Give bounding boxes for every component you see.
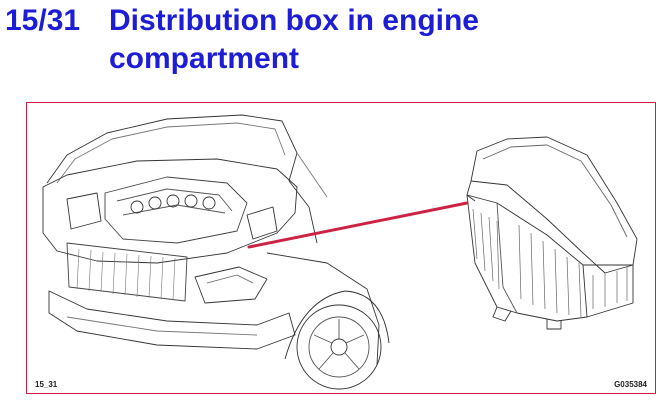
figure-illustration: [42, 114, 638, 390]
car-illustration: [42, 114, 390, 390]
figure-caption-left: 15_31: [35, 380, 58, 389]
section-number: 15/31: [5, 4, 81, 37]
distribution-box-illustration: [466, 136, 638, 330]
figure-caption-right: G035384: [614, 380, 647, 389]
title-line-2: compartment: [109, 42, 300, 75]
pointer-line: [247, 201, 469, 249]
title-line-1: Distribution box in engine: [109, 4, 479, 37]
figure-frame: 15_31 G035384: [26, 102, 656, 394]
